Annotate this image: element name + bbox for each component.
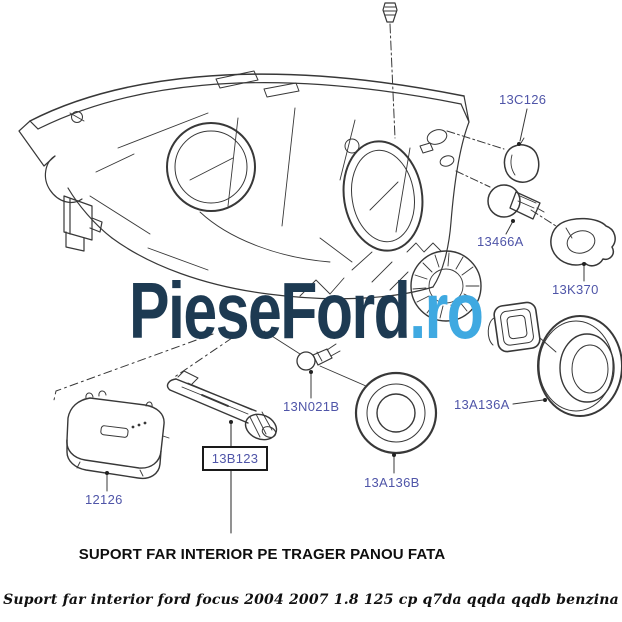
part-label-13K370: 13K370 [552,282,599,297]
part-label-13B123-boxed: 13B123 [202,446,268,471]
headlight-housing [18,70,470,300]
part-label-13A136A: 13A136A [454,397,510,412]
bulb-13466A [487,184,545,235]
part-label-13466A: 13466A [477,234,524,249]
ring-13A136A [512,315,622,417]
adjuster-screw [382,2,398,139]
cap-13C126 [503,108,540,183]
reflector-bowl [406,242,482,322]
diagram-caption: SUPORT FAR INTERIOR PE TRAGER PANOU FATA [78,546,446,563]
ring-13A136B [354,371,438,474]
grommet-cap [487,301,557,353]
watermark: PieseFord.ro [129,271,484,351]
part-label-13C126: 13C126 [499,92,547,107]
socket-13K370 [550,217,616,282]
watermark-brand: PieseFord [129,266,411,355]
part-label-13A136B: 13A136B [364,475,420,490]
watermark-tld: .ro [409,266,484,355]
part-label-13N021B: 13N021B [283,399,340,414]
part-label-13B123: 13B123 [211,451,259,466]
module-12126 [66,390,170,492]
product-title: Suport far interior ford focus 2004 2007… [3,592,619,608]
part-label-12126: 12126 [85,492,123,507]
bulb-13N021B [263,330,367,399]
bracket-13B123 [166,370,278,534]
